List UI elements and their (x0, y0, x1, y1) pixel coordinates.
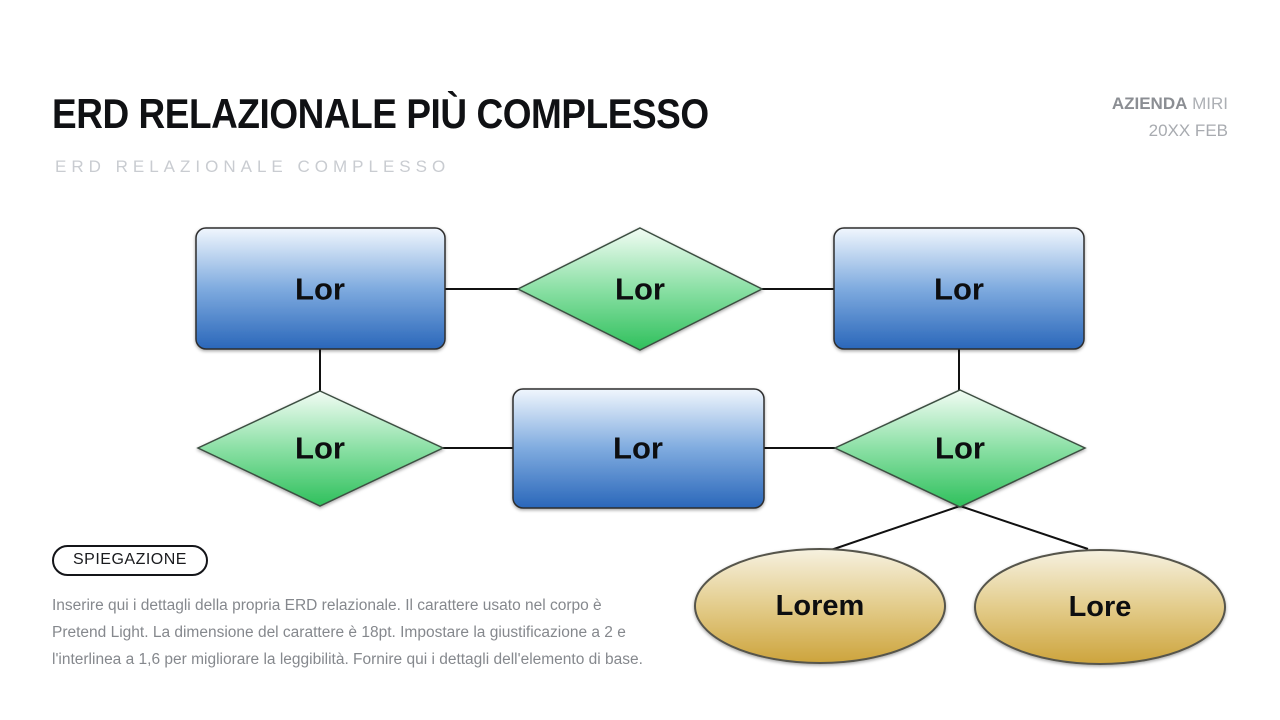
company-name: AZIENDA MIRI (1112, 90, 1228, 117)
explanation-badge[interactable]: SPIEGAZIONE (52, 545, 208, 576)
company-name-light: MIRI (1192, 94, 1228, 113)
attribute-ellipse-1 (694, 548, 946, 664)
connector-relation3-attribute2 (959, 505, 1089, 550)
connector-relation3-attribute1 (827, 505, 961, 552)
connector-lines (319, 288, 1089, 552)
relation-diamond-3 (833, 389, 1087, 508)
relation-diamond-2 (196, 390, 445, 507)
entity-label-1: Lor (295, 272, 345, 307)
explanation-body: Inserire qui i dettagli della propria ER… (52, 597, 643, 668)
entity-box-1 (195, 227, 446, 350)
company-name-bold: AZIENDA (1111, 94, 1188, 113)
entity-label-2: Lor (934, 272, 984, 307)
page-title: ERD RELAZIONALE PIÙ COMPLESSO (52, 90, 709, 137)
entity-box-2 (833, 227, 1085, 350)
entity-box-3 (512, 388, 765, 509)
relation-label-1: Lor (615, 272, 665, 307)
page-subtitle: ERD RELAZIONALE COMPLESSO (55, 157, 451, 176)
attribute-label-1: Lorem (776, 590, 865, 622)
relation-label-2: Lor (295, 431, 345, 466)
attribute-label-2: Lore (1069, 591, 1132, 623)
slide-date: 20XX FEB (1148, 121, 1228, 140)
relation-diamond-1 (516, 227, 764, 351)
header-meta: AZIENDA MIRI 20XX FEB (1112, 90, 1228, 144)
relation-label-3: Lor (935, 431, 985, 466)
attribute-ellipse-2 (974, 549, 1226, 665)
entity-label-3: Lor (613, 431, 663, 466)
